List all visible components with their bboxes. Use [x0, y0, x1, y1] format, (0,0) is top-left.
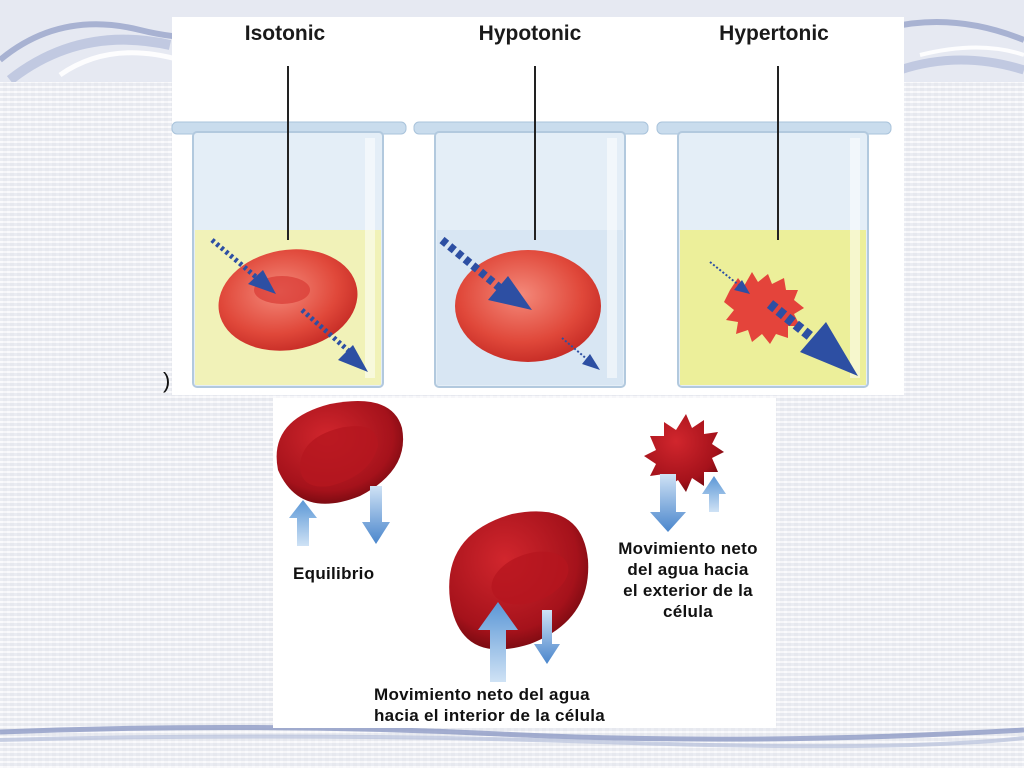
- isotonic-arrow-out: [300, 308, 368, 372]
- swollen-arrow-down: [534, 610, 560, 664]
- equilibrium-label: Equilibrio: [293, 564, 375, 583]
- bottom-decorative-swirl: [0, 724, 1024, 749]
- exterior-label-line: Movimiento neto: [618, 539, 758, 558]
- interior-label-line: Movimiento neto del agua: [374, 685, 590, 704]
- panel-letter-fragment: ): [163, 368, 171, 393]
- equilibrium-cell: [276, 401, 404, 504]
- exterior-label-line: el exterior de la: [623, 581, 753, 600]
- crenated-arrow-down: [650, 474, 686, 532]
- hypertonic-beaker: [656, 121, 892, 388]
- crenated-cell: [644, 414, 724, 492]
- equilibrium-arrow-down: [362, 486, 390, 544]
- isotonic-title: Isotonic: [244, 22, 326, 45]
- hypertonic-arrow-out: [766, 300, 858, 376]
- hypotonic-arrow-in: [439, 236, 532, 310]
- swollen-cell: [449, 511, 589, 650]
- interior-label-line: hacia el interior de la célula: [374, 706, 606, 725]
- equilibrium-arrow-up: [289, 500, 317, 546]
- interior-movement-label: Movimiento neto del agua hacia el interi…: [374, 684, 674, 726]
- hypotonic-title: Hypotonic: [478, 22, 582, 45]
- exterior-movement-label: Movimiento neto del agua hacia el exteri…: [597, 538, 779, 622]
- hypertonic-arrow-in: [709, 261, 750, 294]
- exterior-label-line: del agua hacia: [627, 560, 749, 579]
- hypertonic-title: Hypertonic: [719, 22, 829, 45]
- crenated-arrow-up: [702, 476, 726, 512]
- swollen-arrow-up: [478, 602, 518, 682]
- isotonic-arrow-in: [210, 238, 276, 294]
- exterior-label-line: célula: [663, 602, 713, 621]
- hypotonic-arrow-out: [561, 337, 600, 370]
